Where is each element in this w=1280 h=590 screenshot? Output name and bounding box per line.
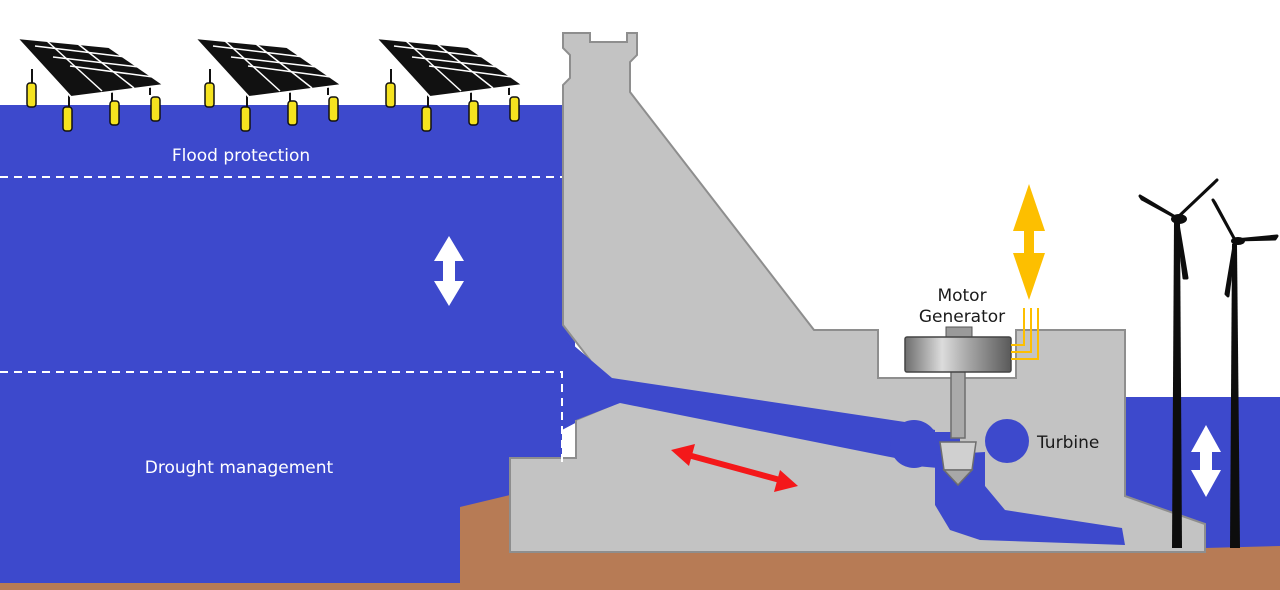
power-lines bbox=[1011, 308, 1039, 360]
lower-level-arrow-icon bbox=[1191, 425, 1221, 497]
generator-label: Generator bbox=[919, 307, 1005, 327]
upper-level-arrow-icon bbox=[434, 236, 464, 306]
water-flow-arrow-icon bbox=[671, 444, 798, 492]
upper-reservoir bbox=[0, 105, 610, 585]
motor-generator-unit bbox=[904, 326, 1012, 373]
turbine-assembly bbox=[939, 367, 977, 487]
waterways bbox=[565, 338, 1125, 545]
solar-panel-icon bbox=[14, 36, 526, 132]
power-flow-arrow-icon bbox=[1013, 184, 1045, 300]
motor-label: Motor bbox=[937, 286, 986, 306]
level-lines bbox=[0, 176, 563, 462]
ground bbox=[0, 495, 1280, 590]
wind-turbine-icon bbox=[1138, 178, 1279, 548]
turbine-label: Turbine bbox=[1036, 433, 1099, 453]
flood-protection-label: Flood protection bbox=[172, 146, 310, 166]
drought-management-label: Drought management bbox=[145, 458, 334, 478]
dam-structure bbox=[509, 32, 1206, 553]
